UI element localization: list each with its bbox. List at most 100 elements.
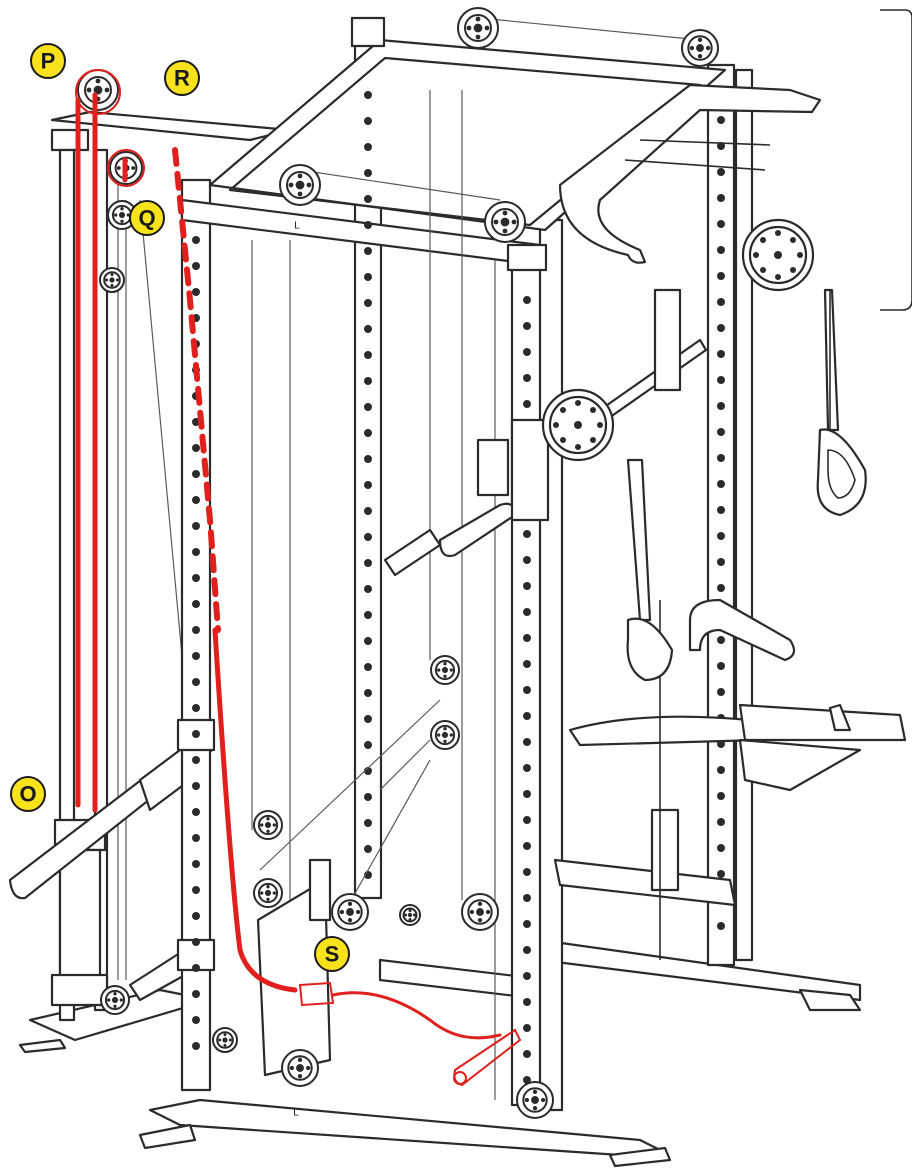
upright-hole [192, 236, 200, 244]
left-cable-tower [50, 110, 292, 1022]
upright-hole [364, 507, 372, 515]
upright-hole [523, 660, 531, 668]
pulley-icon [253, 878, 283, 908]
upright-hole [192, 808, 200, 816]
upright-hole [523, 894, 531, 902]
upright-hole [523, 842, 531, 850]
pulley-icon [681, 29, 719, 67]
upright-hole [717, 272, 725, 280]
upright-hole [364, 793, 372, 801]
upright-hole [192, 470, 200, 478]
upright-hole [717, 636, 725, 644]
mid-right-upright [538, 218, 564, 1112]
pulley-icon [99, 267, 125, 293]
upright-hole [717, 246, 725, 254]
upright-hole [717, 792, 725, 800]
callout-o-text: O [19, 782, 36, 807]
weight-plate-rear [741, 218, 815, 292]
upright-hole [364, 143, 372, 151]
upright-hole [717, 194, 725, 202]
upright-hole [192, 652, 200, 660]
upright-hole [192, 548, 200, 556]
pulley-icon [331, 893, 369, 931]
upright-hole [717, 558, 725, 566]
weight-carriage [256, 858, 332, 1077]
upright-hole [523, 634, 531, 642]
upright-hole [364, 715, 372, 723]
upright-hole [717, 428, 725, 436]
upright-hole [523, 816, 531, 824]
upright-hole [717, 402, 725, 410]
upright-hole [192, 730, 200, 738]
upright-hole [364, 741, 372, 749]
pulley-icon [281, 1049, 319, 1087]
stirrup-handle-front [626, 458, 674, 682]
pulley-icon [100, 985, 130, 1015]
upright-hole [192, 600, 200, 608]
upright-hole [523, 374, 531, 382]
upright-hole [192, 262, 200, 270]
highlighted-cable-route [75, 69, 522, 1087]
callout-p: P [30, 43, 66, 79]
pulleys [77, 7, 719, 1119]
upright-hole [717, 142, 725, 150]
upright-hole [192, 912, 200, 920]
upright-hole [192, 1016, 200, 1024]
upright-hole [523, 582, 531, 590]
upright-hole [364, 455, 372, 463]
upright-hole [523, 686, 531, 694]
upright-hole [717, 506, 725, 514]
callout-r: R [164, 60, 200, 96]
callout-p-text: P [41, 49, 56, 74]
upright-hole [364, 117, 372, 125]
upright-hole [523, 348, 531, 356]
upright-hole [192, 938, 200, 946]
upright-hole [192, 626, 200, 634]
pullup-bar [558, 83, 822, 264]
pulley-icon [279, 164, 321, 206]
upright-hole [364, 325, 372, 333]
pulley-icon [253, 810, 283, 840]
upright-hole [717, 922, 725, 930]
callout-s: S [314, 936, 350, 972]
upright-hole [717, 662, 725, 670]
upright-hole [192, 782, 200, 790]
upright-hole [192, 288, 200, 296]
upright-hole [717, 818, 725, 826]
upright-hole [364, 689, 372, 697]
upright-hole [717, 376, 725, 384]
upright-hole [523, 1050, 531, 1058]
barbell [598, 288, 708, 422]
upright-hole [523, 738, 531, 746]
upright-hole [364, 637, 372, 645]
upright-hole [717, 688, 725, 696]
side-panel-edge [880, 9, 912, 311]
callout-q-text: Q [138, 206, 155, 231]
rear-right-upright [706, 63, 754, 967]
upright-hole [717, 870, 725, 878]
upright-hole [523, 920, 531, 928]
upright-hole [523, 1024, 531, 1032]
stirrup-handle-icon [816, 288, 867, 517]
pulley-icon [399, 904, 421, 926]
upright-hole [192, 990, 200, 998]
upright-hole [192, 860, 200, 868]
callout-s-badge [314, 936, 350, 972]
upright-hole [717, 116, 725, 124]
pulley-icon [77, 69, 119, 111]
upright-hole [717, 454, 725, 462]
upright-hole [523, 712, 531, 720]
upright-hole [192, 704, 200, 712]
upright-hole [192, 1042, 200, 1050]
upright-hole [364, 377, 372, 385]
upright-hole [523, 322, 531, 330]
upright-hole [192, 678, 200, 686]
upright-hole [523, 400, 531, 408]
upright-hole [523, 764, 531, 772]
upright-hole [523, 790, 531, 798]
upright-hole [364, 221, 372, 229]
weight-plate-front [541, 388, 615, 462]
upright-hole [717, 480, 725, 488]
pulley-icon [516, 1081, 554, 1119]
